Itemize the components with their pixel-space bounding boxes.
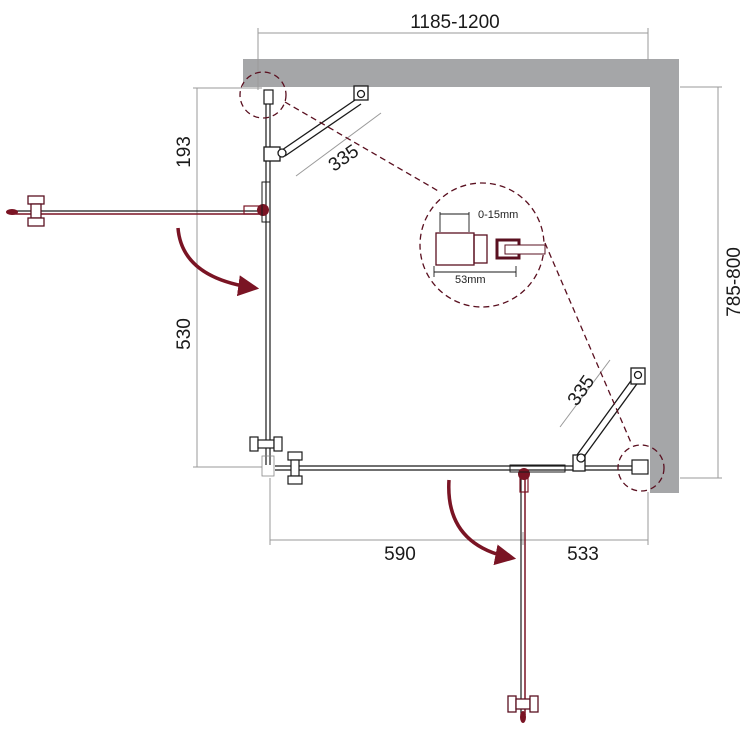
callout-circle-bottom-right [617, 444, 665, 492]
dimension-lines [193, 28, 722, 545]
wall-bracket-top [263, 89, 274, 105]
back-wall [243, 59, 679, 87]
dim-brace-right: 335 [564, 372, 599, 410]
dim-top-width: 1185-1200 [410, 12, 499, 33]
side-wall [650, 59, 679, 493]
dim-left-upper: 193 [174, 136, 195, 168]
detail-adjustment-label: 0-15mm [478, 209, 518, 221]
bottom-door-handle-icon [507, 695, 539, 713]
detail-profile-width-label: 53mm [455, 274, 486, 286]
detail-profile-drawing: 0-15mm 53mm [433, 209, 546, 286]
dimension-labels: 1185-1200 785-800 193 530 590 533 335 33… [174, 12, 745, 565]
left-door-swing-arrow-icon [176, 227, 260, 297]
callout-circle-top-left [239, 71, 287, 119]
corner-handle-bottom-icon [287, 451, 303, 485]
dim-brace-top: 335 [325, 141, 363, 176]
wall-brackets [263, 89, 649, 475]
stabilizer-brace-top [263, 85, 369, 162]
dim-bottom-right: 533 [567, 544, 599, 565]
dim-right-depth: 785-800 [724, 247, 745, 317]
stabilizer-brace-right [572, 367, 646, 472]
bottom-door-open [507, 464, 566, 723]
left-door-handle-icon [27, 195, 45, 227]
walls [243, 59, 679, 493]
dim-left-lower: 530 [174, 318, 195, 350]
bottom-door-swing-arrow-icon [447, 479, 517, 566]
left-door-open [6, 181, 271, 227]
fixed-panels [261, 100, 645, 477]
corner-handle-left-icon [249, 436, 283, 452]
dim-bottom-left: 590 [384, 544, 416, 565]
wall-bracket-right [631, 459, 649, 475]
